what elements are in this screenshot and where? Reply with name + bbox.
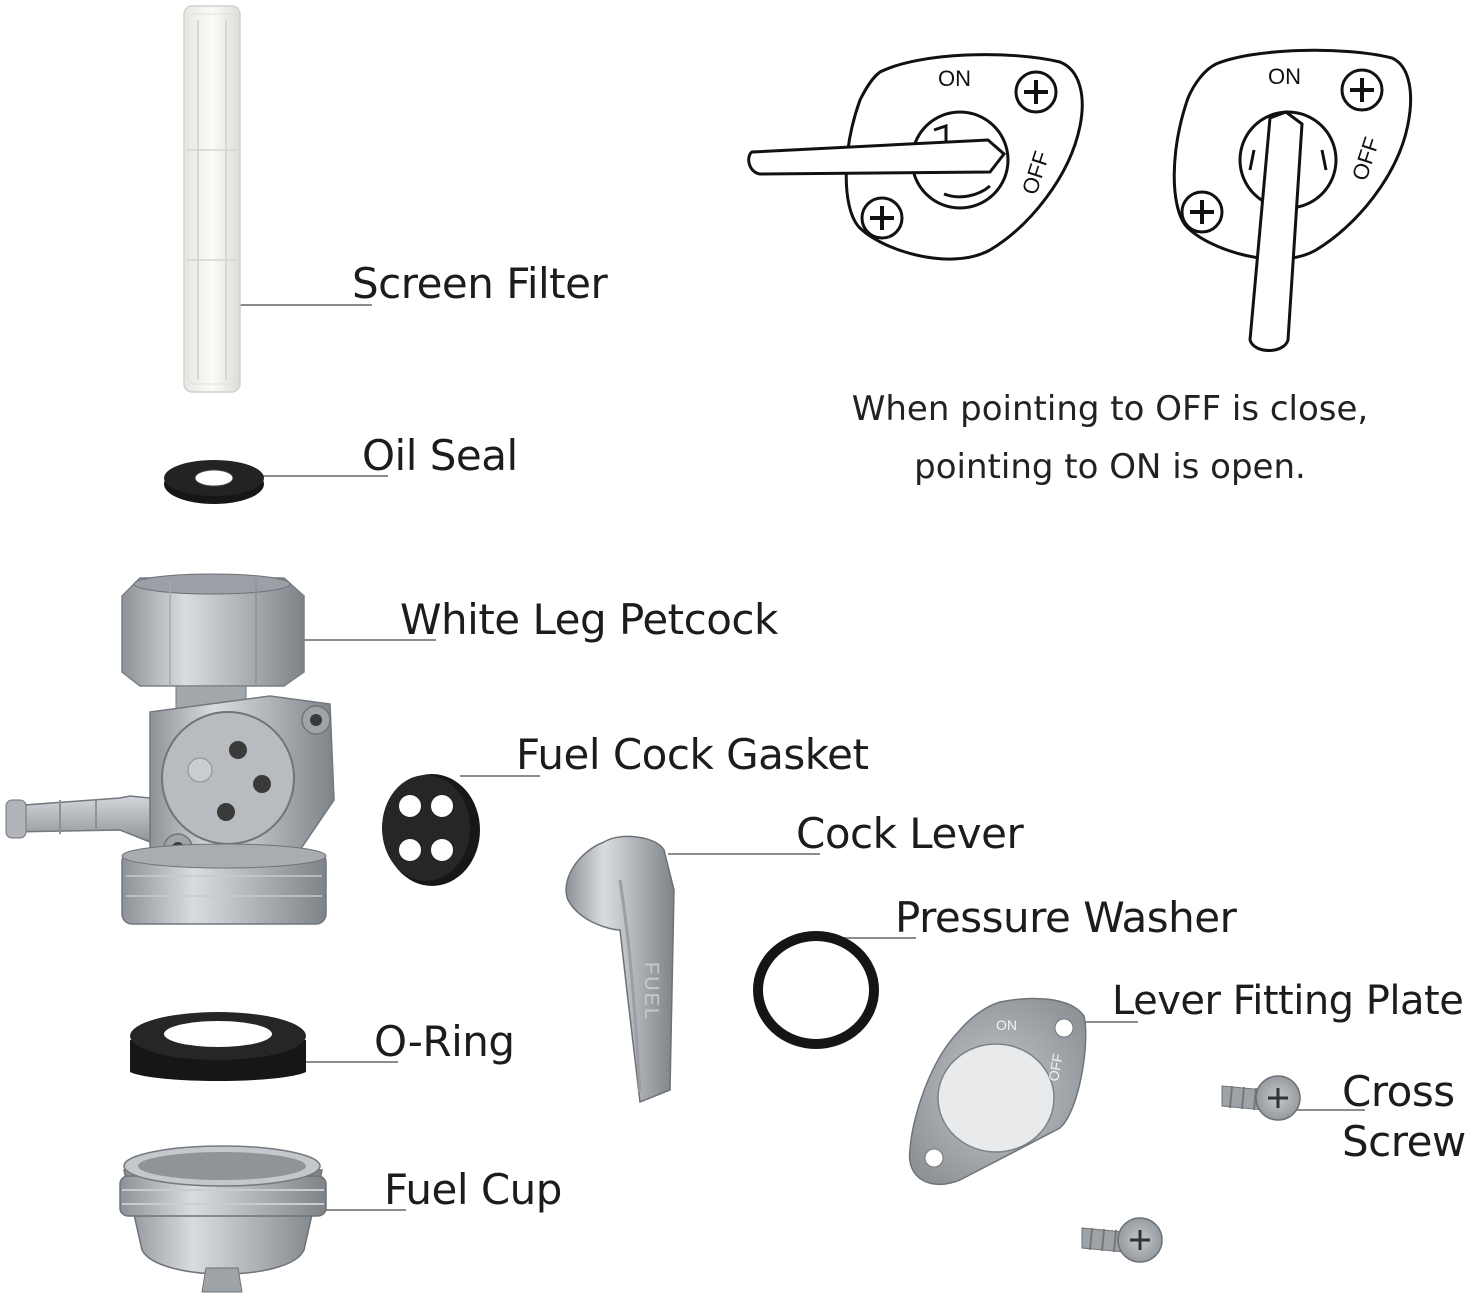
caption-line-1: When pointing to OFF is close, <box>820 380 1400 438</box>
label-white-leg-petcock: White Leg Petcock <box>400 598 778 642</box>
screen-filter-part <box>184 6 240 392</box>
plate-on-text: ON <box>996 1017 1017 1033</box>
fuel-cock-gasket-part <box>382 774 480 886</box>
caption-line-2: pointing to ON is open. <box>820 438 1400 496</box>
label-fuel-cock-gasket: Fuel Cock Gasket <box>516 733 868 777</box>
label-cross-screw-line1: Cross <box>1342 1070 1455 1114</box>
oil-seal-part <box>164 460 264 504</box>
label-oil-seal: Oil Seal <box>362 434 518 478</box>
dial-on-label: ON <box>1268 64 1301 89</box>
lever-fitting-plate-part: ON OFF <box>910 999 1086 1185</box>
dial-diagram-on <box>1174 50 1410 350</box>
cross-screw-part <box>1222 1076 1300 1120</box>
label-cross-screw-line2: Screw <box>1342 1120 1466 1164</box>
cock-lever-part: FUEL <box>566 836 674 1102</box>
pressure-washer-part <box>758 936 874 1044</box>
label-lever-fitting-plate: Lever Fitting Plate <box>1112 980 1463 1022</box>
label-o-ring: O-Ring <box>374 1020 515 1064</box>
cross-screw-part-2 <box>1082 1218 1162 1262</box>
label-screen-filter: Screen Filter <box>352 262 607 306</box>
o-ring-part <box>130 1012 306 1081</box>
dial-on-label: ON <box>938 66 971 91</box>
fuel-cup-part <box>120 1146 326 1292</box>
lever-shape <box>749 140 1004 174</box>
lever-fuel-text: FUEL <box>640 962 662 1021</box>
petcock-body-part <box>6 574 334 924</box>
label-fuel-cup: Fuel Cup <box>384 1168 562 1212</box>
label-cock-lever: Cock Lever <box>796 812 1023 856</box>
label-pressure-washer: Pressure Washer <box>895 896 1236 940</box>
